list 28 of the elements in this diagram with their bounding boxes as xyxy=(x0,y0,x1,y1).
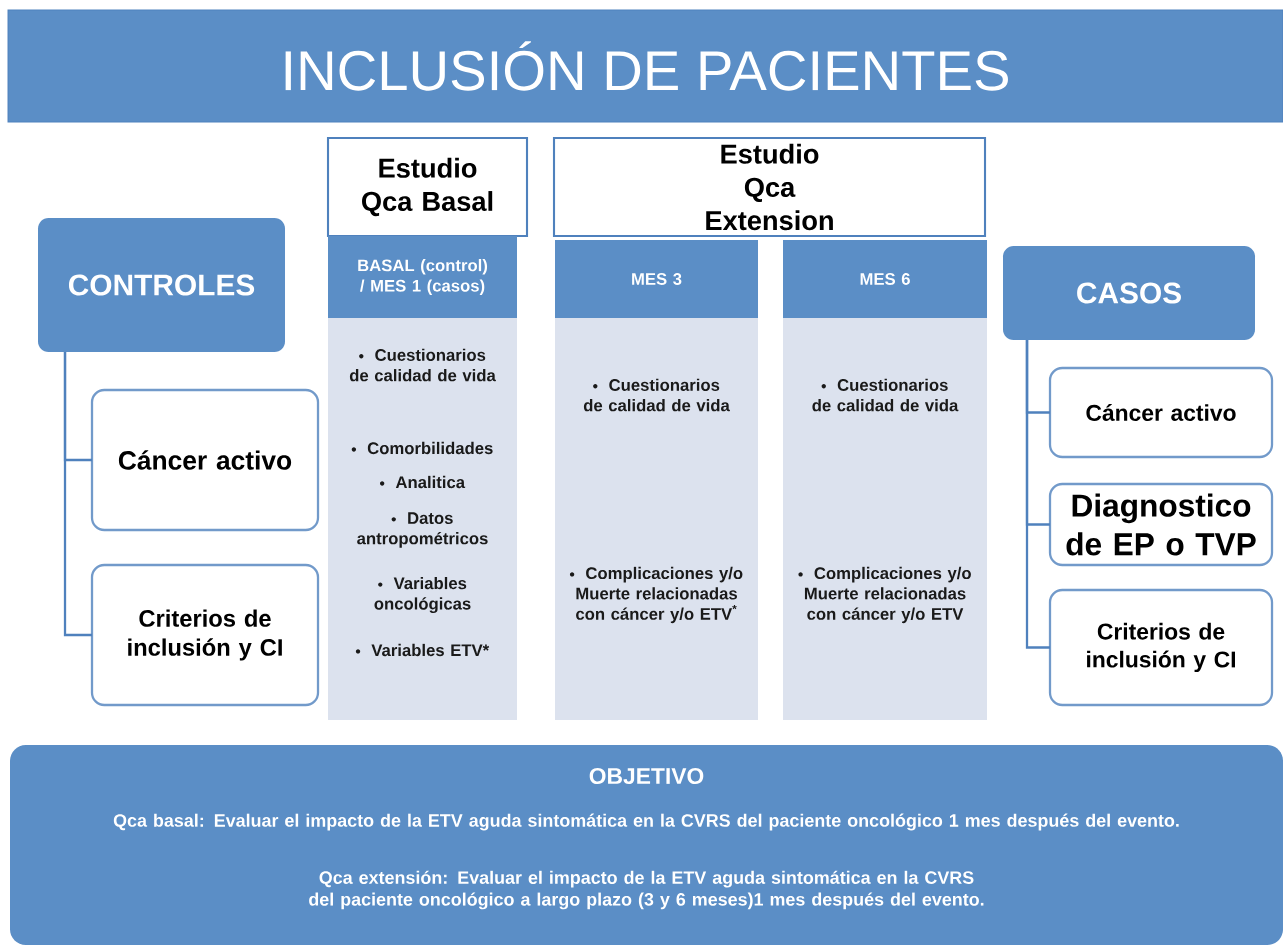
criteria-box: Diagnostico de EP o TVP xyxy=(1048,482,1274,567)
connector-line xyxy=(63,352,92,637)
bullet-item: Cuestionarios de calidad de vida xyxy=(349,348,496,382)
bullet-item: Complicaciones y/o Muerte relacionadas con cáncer y/o ETV$^{*}$ xyxy=(569,566,743,624)
criteria-box: Cáncer activo xyxy=(1048,366,1274,459)
bullet-item: Cuestionarios de calidad de vida xyxy=(812,378,959,412)
bullet-item: Variables oncológicas xyxy=(374,577,471,613)
criteria-box: Criterios de inclusión y CI xyxy=(90,563,320,707)
bullet-item: Complicaciones y/o Muerte relacionadas con cáncer y/o ETV xyxy=(798,566,971,624)
title-banner: INCLUSIÓN DE PACIENTES xyxy=(7,9,1283,123)
heading: OBJETIVO xyxy=(589,767,704,785)
bullet-item: Analitica xyxy=(380,475,466,489)
paragraph: Qca basal: Evaluar el impacto de la ETV aguda sintomática en la CVRS del paciente oncológico 1 mes después del evento. xyxy=(113,813,1179,831)
study-header: Estudio Qca Extension xyxy=(552,136,987,238)
group-box: CASOS xyxy=(1003,246,1255,340)
column-header: BASAL (control) / MES 1 (casos) xyxy=(328,236,517,318)
bullet-item: Variables ETV* xyxy=(355,643,490,657)
column-header: MES 3 xyxy=(555,240,758,318)
criteria-box: Criterios de inclusión y CI xyxy=(1048,588,1274,707)
study-header: Estudio Qca Basal xyxy=(326,136,529,238)
column-header: MES 6 xyxy=(783,240,987,318)
paragraph: Qca extensión: Evaluar el impacto de la ETV aguda sintomática en la CVRS del paciente oncológico a largo plazo (3 y 6 meses)1 mes después del evento. xyxy=(309,870,984,910)
bullet-item: Datos antropométricos xyxy=(357,512,488,548)
bullet-item: Cuestionarios de calidad de vida xyxy=(583,378,730,412)
connector-line xyxy=(1025,340,1050,649)
criteria-box: Cáncer activo xyxy=(90,388,320,532)
group-box: CONTROLES xyxy=(38,218,285,352)
bullet-item: Comorbilidades xyxy=(351,441,493,455)
